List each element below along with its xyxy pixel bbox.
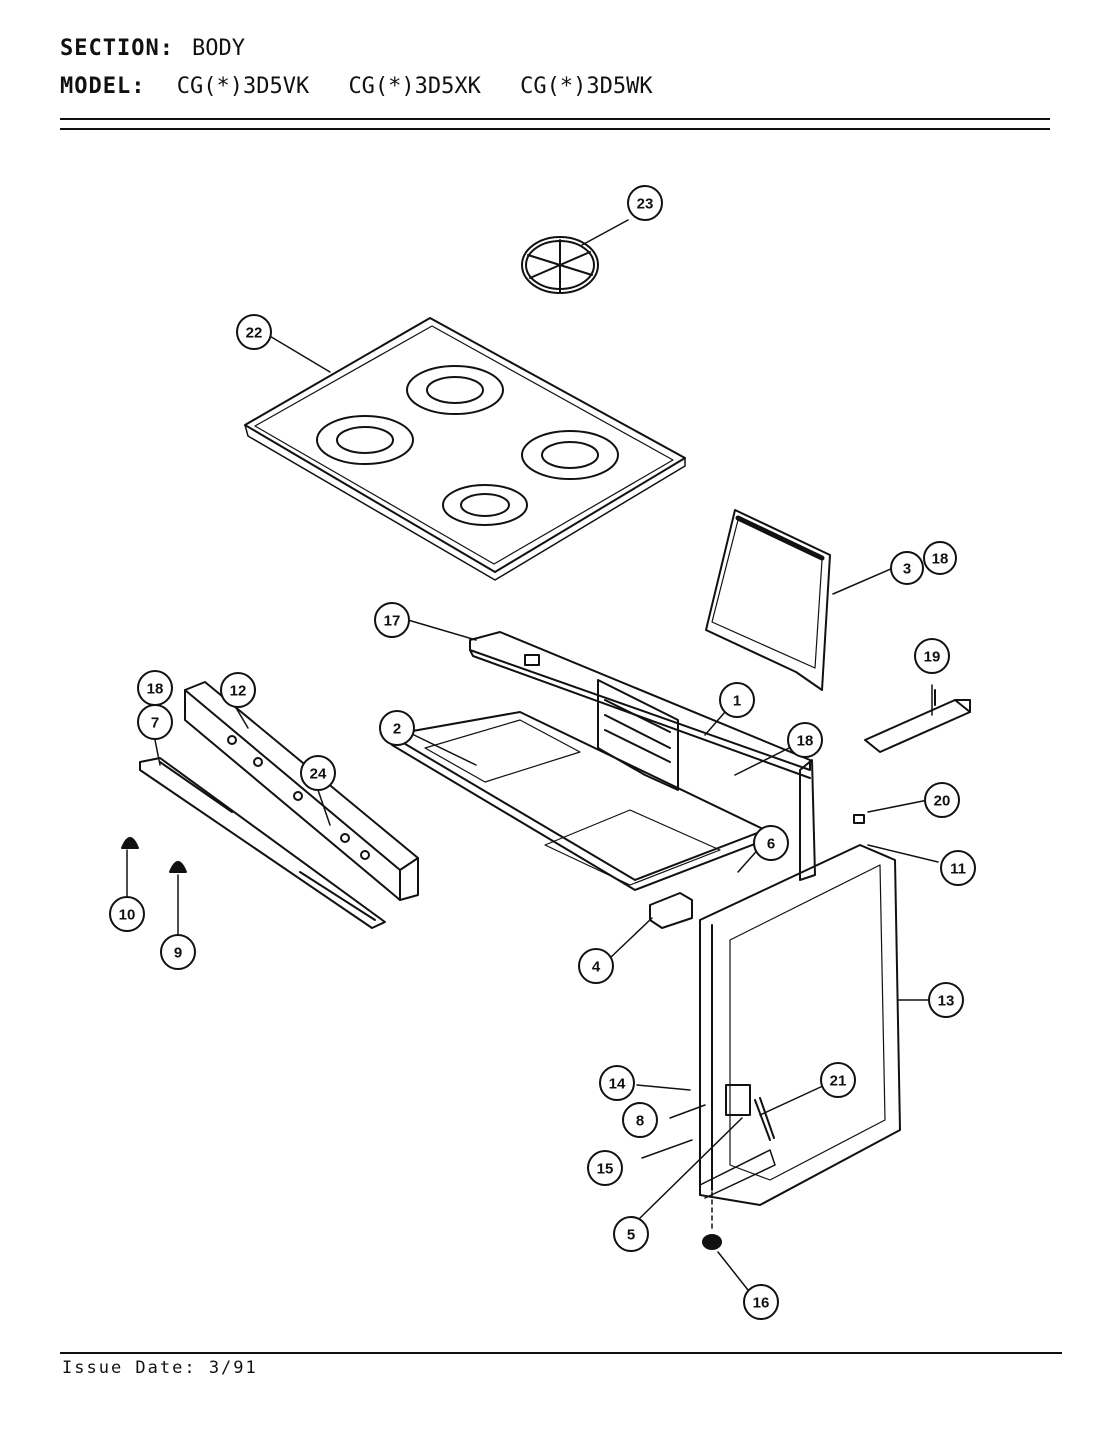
screw-part	[853, 814, 865, 824]
callout-20: 20	[934, 793, 951, 810]
callout-18: 18	[147, 681, 164, 698]
callout-22: 22	[246, 325, 263, 342]
model-number: CG(*)3D5VK	[176, 74, 310, 99]
section-header: SECTION: BODY	[60, 36, 245, 61]
callout-14: 14	[609, 1076, 626, 1093]
callout-19: 19	[924, 649, 941, 666]
bottom-pan-part	[389, 711, 766, 891]
callout-21: 21	[830, 1073, 847, 1090]
callout-10: 10	[119, 907, 136, 924]
bracket-part	[864, 689, 971, 753]
callout-4: 4	[592, 959, 601, 976]
side-panel-part	[705, 509, 831, 691]
cooktop-part	[244, 317, 686, 581]
callout-15: 15	[597, 1161, 614, 1178]
model-label: MODEL:	[60, 74, 146, 99]
callout-5: 5	[627, 1227, 635, 1244]
leveler-part	[702, 1234, 722, 1250]
rear-brace-part	[469, 631, 811, 779]
callout-3: 3	[903, 561, 911, 578]
header-rule-bottom	[60, 128, 1050, 130]
knob-part	[121, 837, 187, 873]
model-header: MODEL: CG(*)3D5VK CG(*)3D5XK CG(*)3D5WK	[60, 74, 679, 99]
footer-rule	[60, 1352, 1062, 1354]
section-label: SECTION:	[60, 36, 174, 61]
callout-23: 23	[637, 196, 654, 213]
burner-box-part	[597, 679, 816, 881]
model-number: CG(*)3D5WK	[520, 74, 653, 99]
hinge-bracket-part	[649, 892, 693, 929]
issue-date: Issue Date: 3/91	[62, 1358, 258, 1378]
callout-2: 2	[393, 721, 401, 738]
callout-11: 11	[950, 861, 966, 878]
header-rule-top	[60, 118, 1050, 120]
control-panel-part	[184, 681, 419, 901]
callout-1: 1	[733, 693, 741, 710]
burner-grate-part	[521, 236, 599, 294]
leader-lines	[126, 219, 939, 1291]
callout-7: 7	[151, 715, 159, 732]
manifold-brace-part	[139, 757, 386, 929]
model-number: CG(*)3D5XK	[348, 74, 481, 99]
callout-6: 6	[767, 836, 775, 853]
section-value: BODY	[191, 36, 245, 61]
callout-17: 17	[384, 613, 401, 630]
callout-24: 24	[310, 766, 327, 783]
callout-13: 13	[938, 993, 955, 1010]
callout-9: 9	[174, 945, 182, 962]
callout-16: 16	[753, 1295, 770, 1312]
callout-18: 18	[797, 733, 814, 750]
front-frame-part	[699, 844, 901, 1206]
callout-8: 8	[636, 1113, 644, 1130]
callout-18: 18	[932, 551, 949, 568]
callout-12: 12	[230, 683, 247, 700]
